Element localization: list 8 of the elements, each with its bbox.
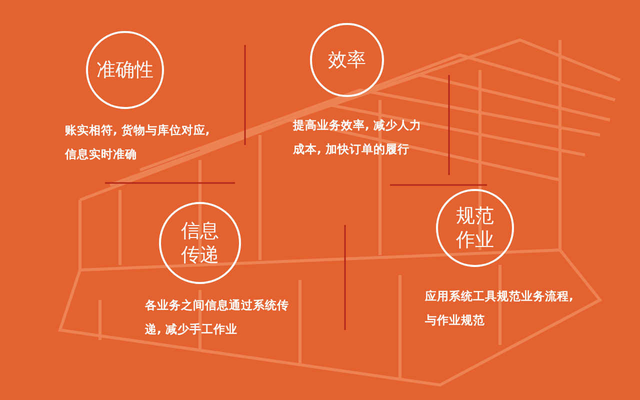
feature-title: 规范作业 (455, 204, 495, 252)
feature-title: 效率 (327, 48, 367, 72)
feature-description: 应用系统工具规范业务流程, 与作业规范 (425, 288, 574, 329)
feature-description: 账实相符, 货物与库位对应, 信息实时准确 (65, 122, 211, 163)
feature-description: 提高业务效率, 减少人力成本, 加快订单的履行 (293, 117, 422, 158)
feature-title: 信息传递 (180, 219, 220, 267)
feature-title: 准确性 (96, 58, 154, 82)
feature-description: 各业务之间信息通过系统传递, 减少手工作业 (145, 297, 290, 338)
